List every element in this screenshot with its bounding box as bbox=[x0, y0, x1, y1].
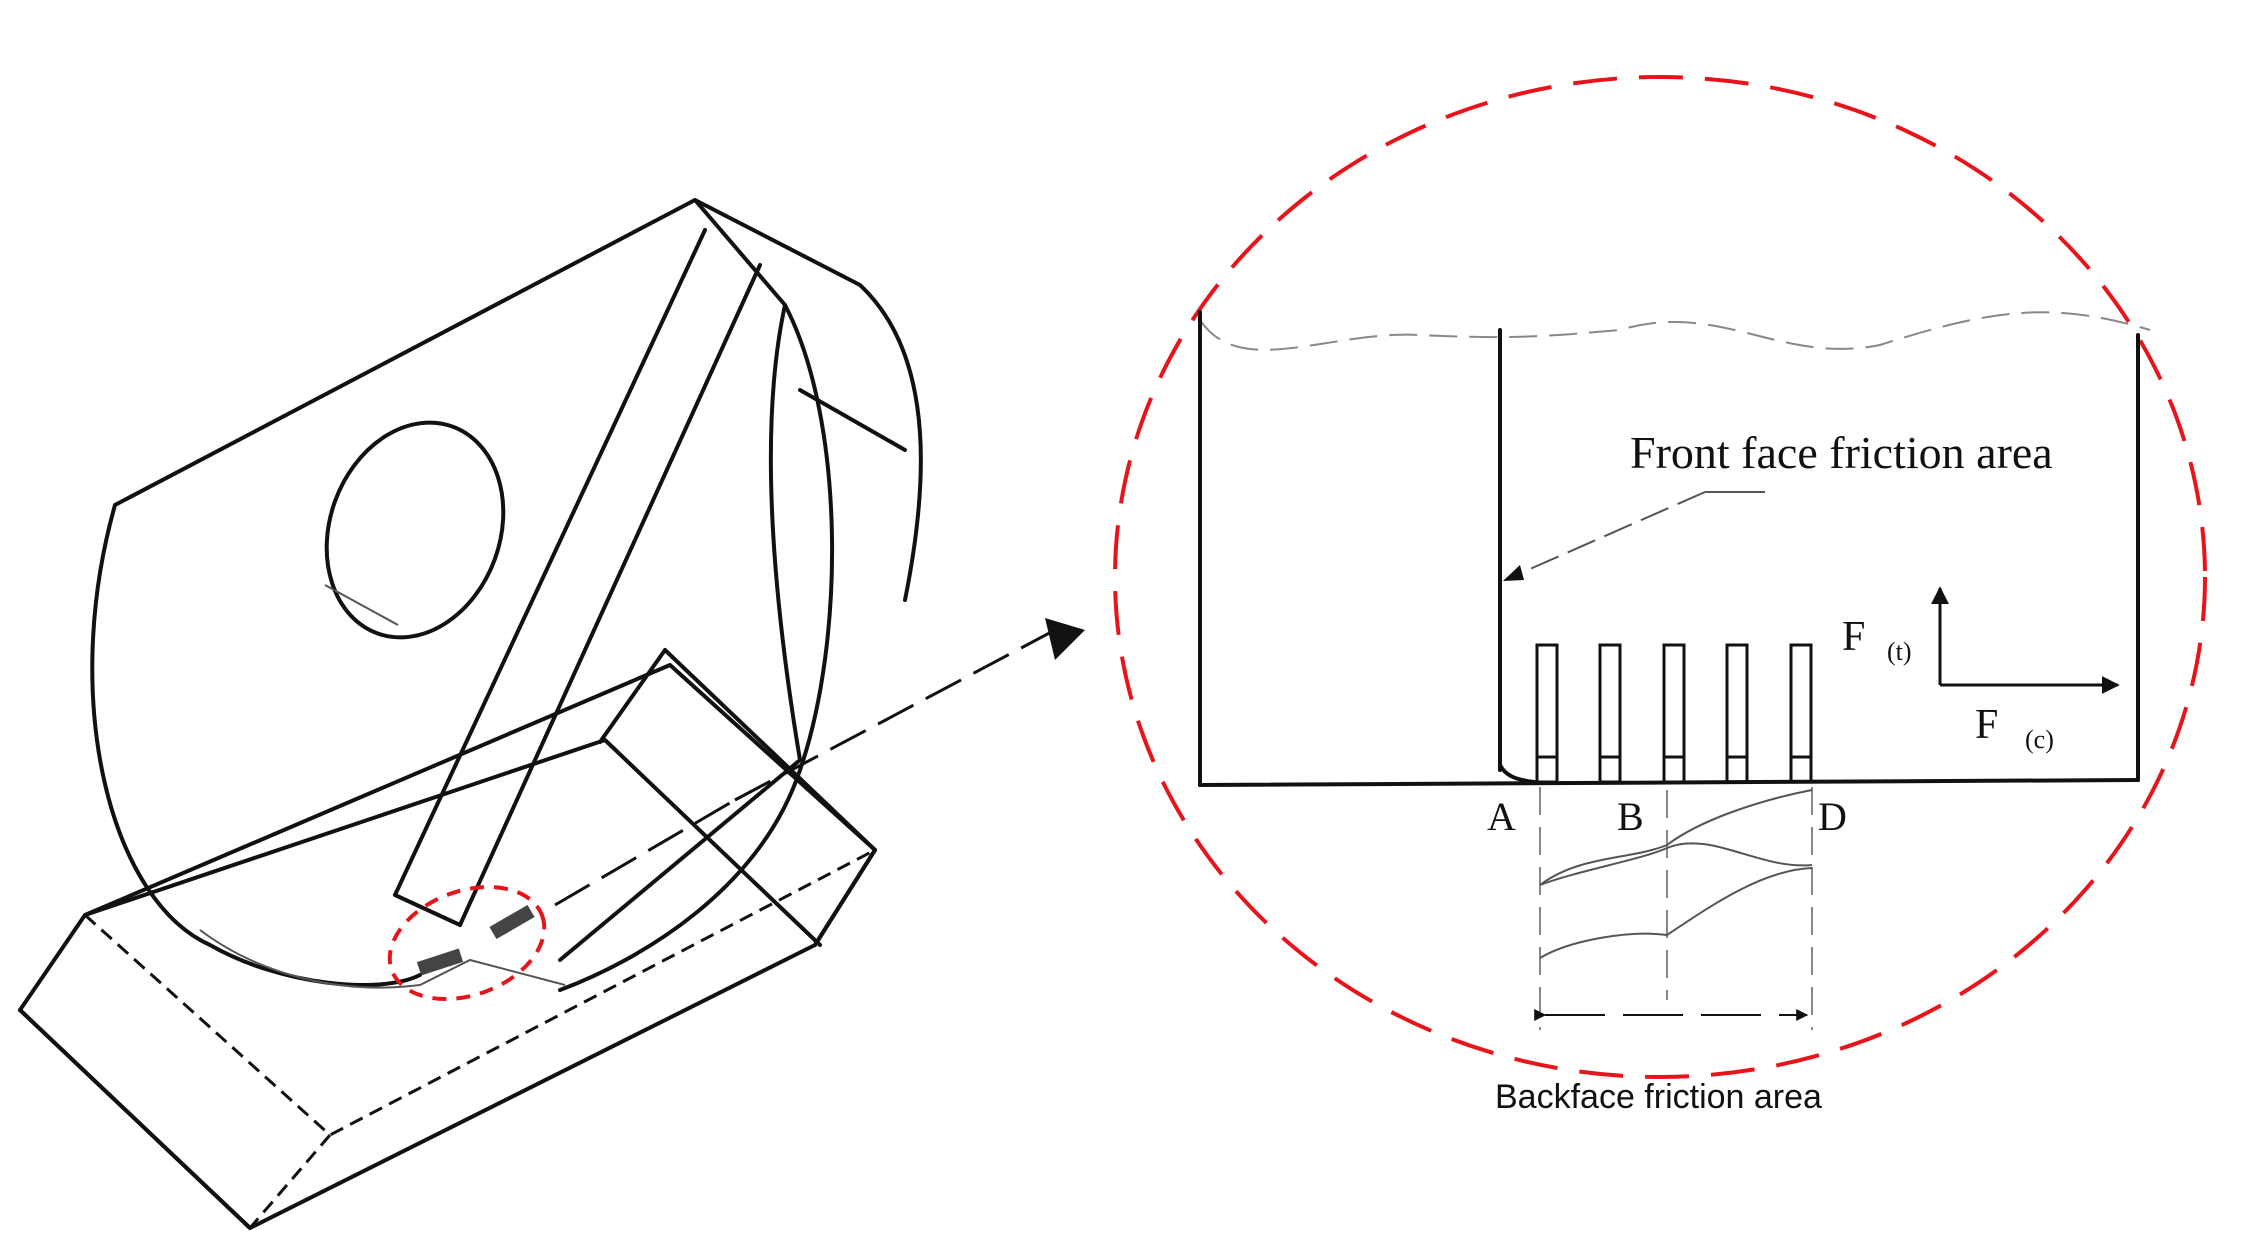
point-b-label: B bbox=[1617, 794, 1644, 839]
friction-bars bbox=[1535, 643, 1813, 784]
force-axes bbox=[1931, 586, 2120, 694]
workpiece-block bbox=[18, 648, 877, 1230]
friction-mark-b bbox=[489, 904, 535, 940]
zoom-leader bbox=[554, 618, 1085, 907]
front-face-label: Front face friction area bbox=[1630, 427, 2053, 478]
front-face-leader bbox=[1503, 491, 1765, 581]
detail-highlight-small bbox=[387, 884, 547, 1002]
friction-mark-a bbox=[416, 948, 464, 976]
force-thrust-label: F bbox=[1842, 614, 1865, 660]
force-cutting-subscript: (c) bbox=[2025, 725, 2054, 754]
point-a-label: A bbox=[1487, 794, 1516, 839]
detail-highlight-large bbox=[1113, 75, 2207, 1079]
point-d-label: D bbox=[1818, 794, 1847, 839]
backface-label: Backface friction area bbox=[1495, 1078, 1822, 1116]
force-thrust-subscript: (t) bbox=[1887, 637, 1912, 666]
cutting-tool bbox=[90, 198, 923, 992]
force-cutting-label: F bbox=[1975, 702, 1998, 748]
zoom-detail bbox=[1198, 310, 2151, 1030]
